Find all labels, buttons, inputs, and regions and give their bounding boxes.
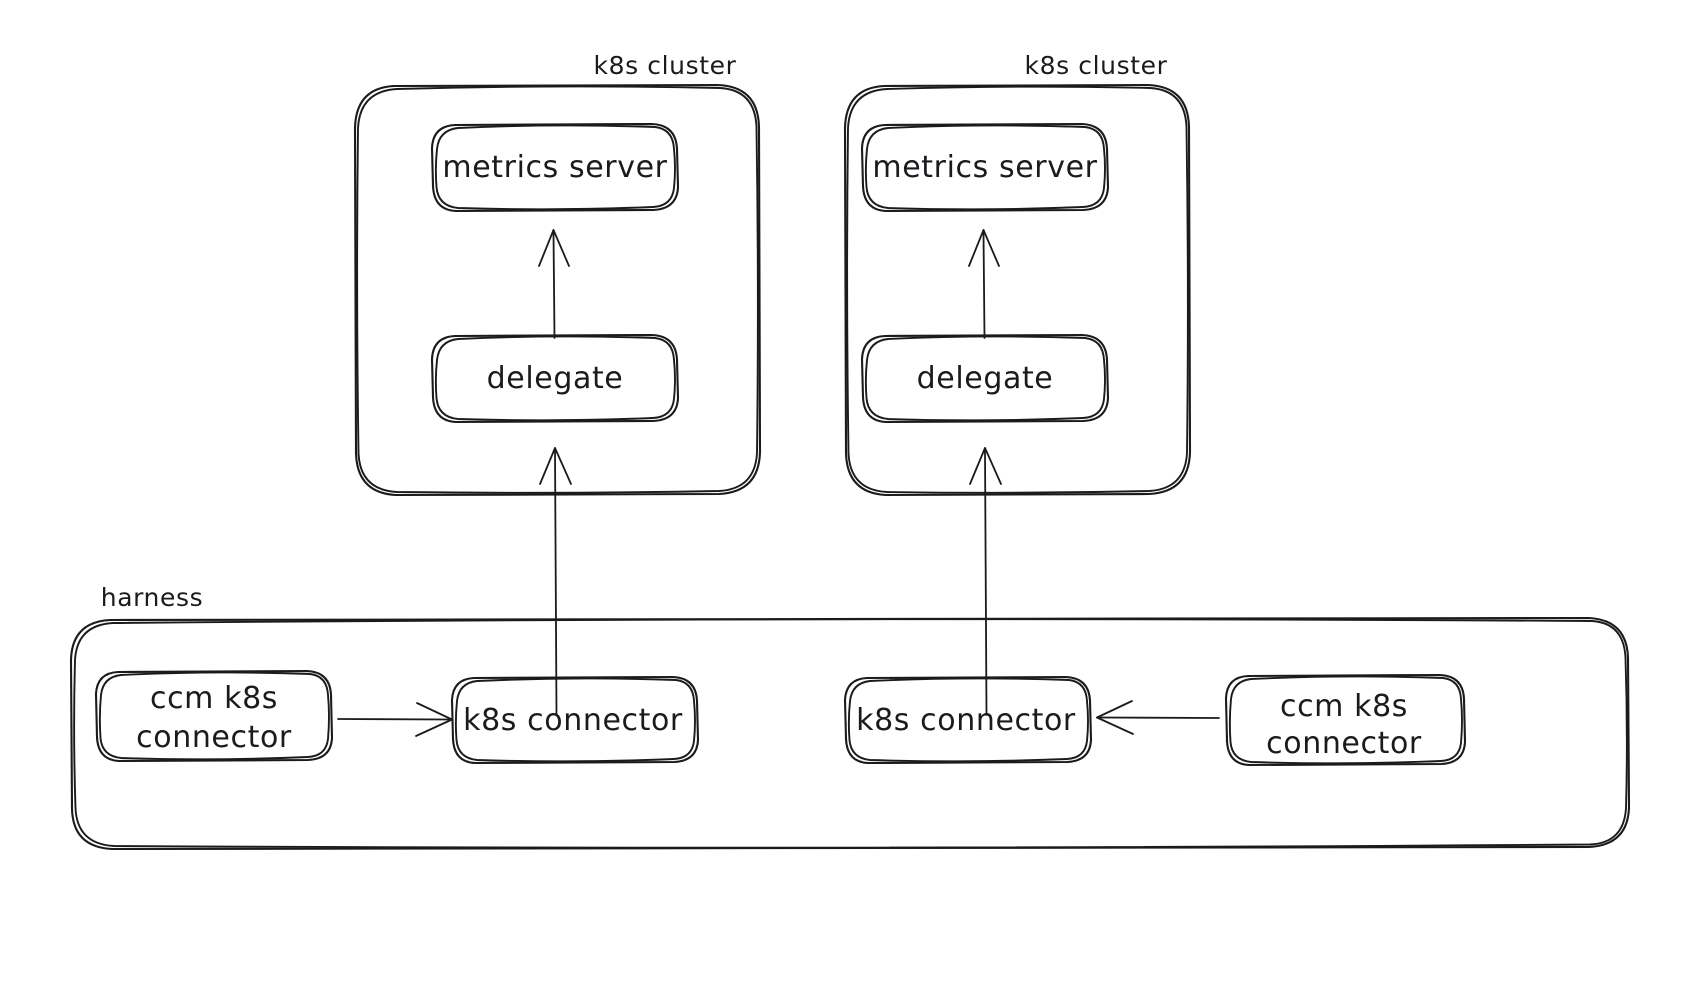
delegate-left-label: delegate	[486, 361, 624, 396]
k8s-connector-left-label: k8s connector	[463, 703, 683, 738]
ccm-connector-left-line1: ccm k8s	[149, 681, 279, 716]
metrics-server-left-box[interactable]	[430, 122, 680, 213]
ccm-connector-right-box[interactable]	[1224, 673, 1467, 767]
delegate-left-box[interactable]	[430, 333, 680, 424]
cluster-left-box[interactable]	[353, 83, 762, 497]
edge-connector-right-to-delegate-right[interactable]	[969, 447, 1002, 716]
metrics-server-right-label: metrics server	[872, 150, 1098, 185]
harness-box[interactable]	[69, 616, 1631, 851]
delegate-right-label: delegate	[916, 361, 1054, 396]
k8s-connector-right-label: k8s connector	[856, 703, 1076, 738]
cluster-left-label: k8s cluster	[593, 51, 737, 80]
metrics-server-left-label: metrics server	[442, 150, 668, 185]
ccm-connector-right-line1: ccm k8s	[1279, 689, 1409, 724]
k8s-connector-left-box[interactable]	[450, 675, 700, 765]
delegate-right-box[interactable]	[860, 333, 1110, 424]
cluster-right-box[interactable]	[843, 83, 1192, 497]
edge-connector-left-to-delegate-left[interactable]	[539, 447, 572, 716]
metrics-server-right-box[interactable]	[860, 122, 1110, 213]
cluster-right-label: k8s cluster	[1024, 51, 1168, 80]
ccm-connector-left-line2: connector	[136, 720, 292, 755]
edge-ccm-right-to-connector-right[interactable]	[1096, 700, 1220, 735]
harness-label: harness	[100, 583, 204, 612]
edge-delegate-left-to-metrics-left[interactable]	[538, 229, 570, 339]
k8s-connector-right-box[interactable]	[843, 675, 1093, 765]
edge-delegate-right-to-metrics-right[interactable]	[968, 229, 1000, 339]
edge-ccm-left-to-connector-left[interactable]	[337, 702, 453, 737]
ccm-connector-right-line2: connector	[1266, 726, 1422, 761]
ccm-connector-left-box[interactable]	[94, 669, 334, 763]
